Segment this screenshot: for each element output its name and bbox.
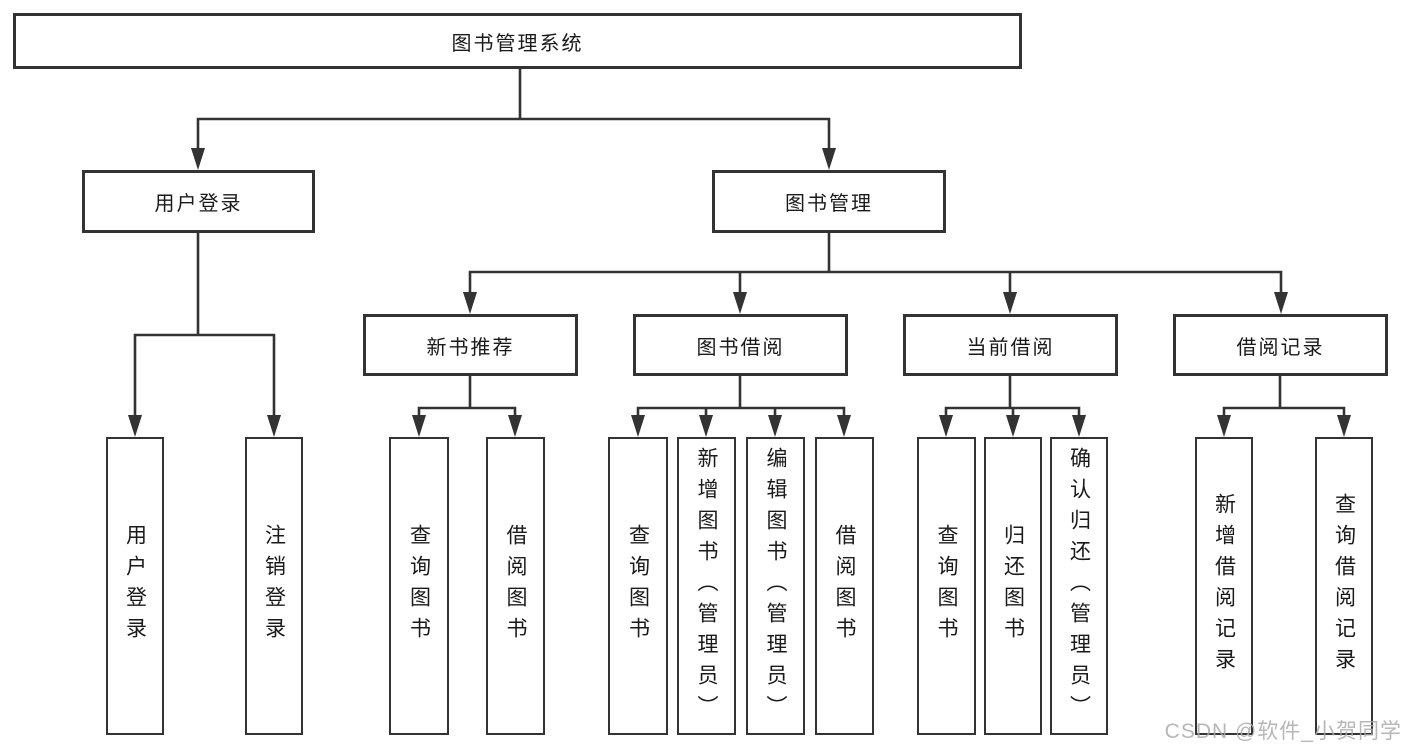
leaf-borrow-query-book-label: 查询图书 — [626, 524, 650, 648]
node-root-label: 图书管理系统 — [451, 32, 584, 55]
leaf-current-query-book-label: 查询图书 — [935, 524, 958, 648]
node-book-borrow: 图书借阅 — [633, 314, 848, 376]
leaf-current-query-book: 查询图书 — [917, 437, 976, 735]
node-new-book-recommend-label: 新书推荐 — [426, 336, 515, 359]
node-user-login-label: 用户登录 — [154, 193, 243, 215]
csdn-watermark: CSDN @软件_小贺同学 — [1164, 720, 1402, 743]
leaf-logout: 注销登录 — [245, 437, 303, 735]
leaf-recommend-query-book: 查询图书 — [389, 437, 449, 735]
node-new-book-recommend: 新书推荐 — [363, 314, 578, 376]
leaf-query-borrow-record: 查询借阅记录 — [1315, 437, 1373, 735]
leaf-recommend-borrow-book: 借阅图书 — [486, 437, 545, 735]
node-book-borrow-label: 图书借阅 — [696, 336, 785, 359]
leaf-logout-label: 注销登录 — [262, 524, 286, 648]
leaf-add-book-admin-label: 新增图书（管理员） — [695, 446, 718, 726]
node-root: 图书管理系统 — [13, 13, 1022, 69]
leaf-user-login-label: 用户登录 — [123, 524, 147, 648]
node-borrow-record-label: 借阅记录 — [1236, 336, 1325, 359]
leaf-borrow-book: 借阅图书 — [815, 437, 874, 735]
node-borrow-record: 借阅记录 — [1173, 314, 1388, 376]
leaf-borrow-query-book: 查询图书 — [608, 437, 668, 735]
leaf-confirm-return-admin-label: 确认归还（管理员） — [1067, 446, 1091, 726]
node-book-management-label: 图书管理 — [785, 193, 873, 215]
leaf-query-borrow-record-label: 查询借阅记录 — [1332, 493, 1356, 679]
leaf-confirm-return-admin: 确认归还（管理员） — [1050, 437, 1108, 735]
leaf-user-login: 用户登录 — [106, 437, 164, 735]
leaf-edit-book-admin-label: 编辑图书（管理员） — [764, 446, 787, 726]
leaf-add-borrow-record: 新增借阅记录 — [1195, 437, 1253, 735]
leaf-return-book-label: 归还图书 — [1001, 524, 1025, 648]
leaf-borrow-book-label: 借阅图书 — [833, 524, 856, 648]
node-user-login: 用户登录 — [82, 170, 315, 233]
node-current-borrow-label: 当前借阅 — [966, 336, 1055, 359]
leaf-add-book-admin: 新增图书（管理员） — [677, 437, 736, 735]
leaf-return-book: 归还图书 — [984, 437, 1042, 735]
leaf-recommend-query-book-label: 查询图书 — [407, 524, 431, 648]
node-current-borrow: 当前借阅 — [903, 314, 1118, 376]
leaf-edit-book-admin: 编辑图书（管理员） — [746, 437, 805, 735]
leaf-recommend-borrow-book-label: 借阅图书 — [504, 524, 527, 648]
node-book-management: 图书管理 — [712, 170, 946, 233]
leaf-add-borrow-record-label: 新增借阅记录 — [1212, 493, 1236, 679]
